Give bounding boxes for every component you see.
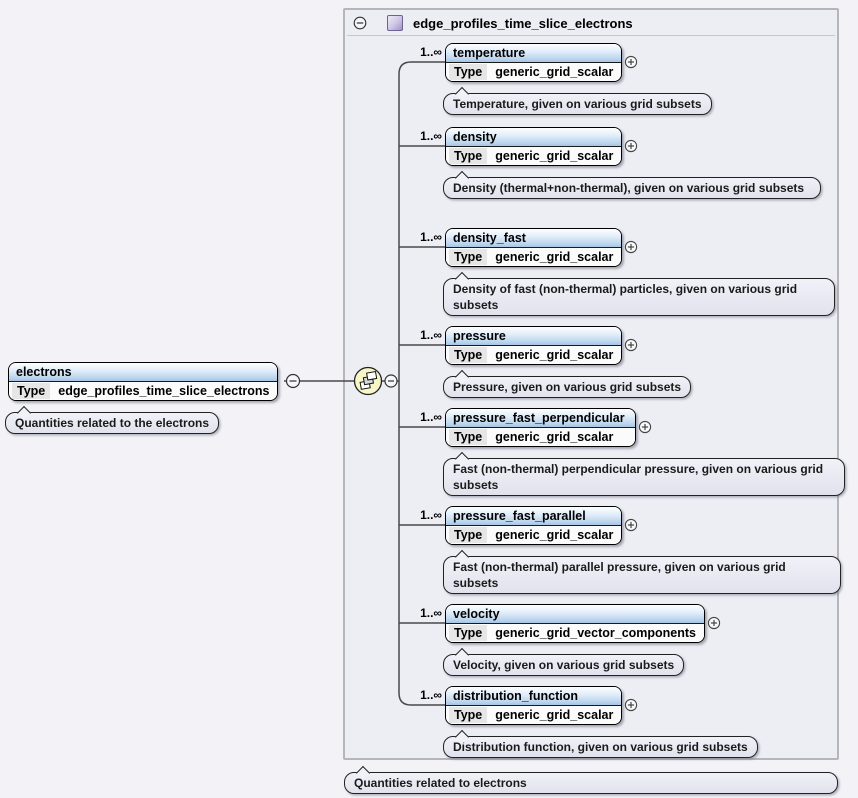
element-name: pressure_fast_perpendicular xyxy=(446,409,635,428)
title-separator xyxy=(347,35,835,36)
element-box[interactable]: electrons Type edge_profiles_time_slice_… xyxy=(8,362,279,401)
occurrence-label: 1..∞ xyxy=(420,410,442,424)
parent-element-node[interactable]: electrons Type edge_profiles_time_slice_… xyxy=(8,362,279,401)
container-title-bar: edge_profiles_time_slice_electrons xyxy=(347,12,835,34)
collapse-icon[interactable] xyxy=(353,16,367,30)
annotation-bubble: Density of fast (non-thermal) particles,… xyxy=(443,278,835,316)
element-box[interactable]: temperature Type generic_grid_scalar xyxy=(445,43,623,82)
type-label: Type xyxy=(449,347,488,363)
element-node[interactable]: pressure_fast_perpendicular Type generic… xyxy=(445,408,651,447)
occurrence-label: 1..∞ xyxy=(420,45,442,59)
occurrence-label: 1..∞ xyxy=(420,688,442,702)
element-name: distribution_function xyxy=(446,687,622,706)
annotation-bubble: Quantities related to the electrons xyxy=(5,412,220,434)
element-node[interactable]: pressure Type generic_grid_scalar xyxy=(445,326,638,365)
occurrence-label: 1..∞ xyxy=(420,230,442,244)
type-name: generic_grid_scalar xyxy=(495,430,614,444)
element-box[interactable]: density_fast Type generic_grid_scalar xyxy=(445,228,623,267)
type-name: generic_grid_vector_components xyxy=(495,626,697,640)
element-box[interactable]: pressure_fast_parallel Type generic_grid… xyxy=(445,506,623,545)
element-node[interactable]: density_fast Type generic_grid_scalar xyxy=(445,228,638,267)
element-node[interactable]: density Type generic_grid_scalar xyxy=(445,127,638,166)
element-node[interactable]: distribution_function Type generic_grid_… xyxy=(445,686,638,725)
type-label: Type xyxy=(449,527,488,543)
type-label: Type xyxy=(12,383,51,399)
element-box[interactable]: pressure Type generic_grid_scalar xyxy=(445,326,623,365)
expand-icon[interactable] xyxy=(707,616,721,630)
element-name: density_fast xyxy=(446,229,622,248)
container-annotation: Quantities related to electrons xyxy=(344,772,838,794)
element-box[interactable]: distribution_function Type generic_grid_… xyxy=(445,686,623,725)
annotation-bubble: Fast (non-thermal) parallel pressure, gi… xyxy=(443,556,841,594)
occurrence-label: 1..∞ xyxy=(420,129,442,143)
element-name: density xyxy=(446,128,622,147)
type-name: generic_grid_scalar xyxy=(495,528,614,542)
element-box[interactable]: density Type generic_grid_scalar xyxy=(445,127,623,166)
element-name: electrons xyxy=(9,363,278,382)
occurrence-label: 1..∞ xyxy=(420,508,442,522)
element-name: temperature xyxy=(446,44,622,63)
type-label: Type xyxy=(449,625,488,641)
expand-icon[interactable] xyxy=(624,240,638,254)
complex-type-icon xyxy=(387,15,403,31)
type-label: Type xyxy=(449,707,488,723)
annotation-bubble: Distribution function, given on various … xyxy=(443,736,758,758)
element-name: pressure xyxy=(446,327,622,346)
annotation-bubble: Pressure, given on various grid subsets xyxy=(443,376,692,398)
element-node[interactable]: velocity Type generic_grid_vector_compon… xyxy=(445,604,721,643)
parent-collapse-icon[interactable] xyxy=(285,373,301,389)
element-name: velocity xyxy=(446,605,705,624)
type-name: generic_grid_scalar xyxy=(495,348,614,362)
expand-icon[interactable] xyxy=(624,338,638,352)
element-node[interactable]: pressure_fast_parallel Type generic_grid… xyxy=(445,506,638,545)
element-box[interactable]: velocity Type generic_grid_vector_compon… xyxy=(445,604,706,643)
type-name: generic_grid_scalar xyxy=(495,708,614,722)
element-node[interactable]: temperature Type generic_grid_scalar xyxy=(445,43,638,82)
type-label: Type xyxy=(449,148,488,164)
expand-icon[interactable] xyxy=(638,420,652,434)
occurrence-label: 1..∞ xyxy=(420,328,442,342)
type-label: Type xyxy=(449,249,488,265)
type-label: Type xyxy=(449,64,488,80)
annotation-bubble: Density (thermal+non-thermal), given on … xyxy=(443,177,821,199)
type-name: edge_profiles_time_slice_electrons xyxy=(58,384,270,398)
expand-icon[interactable] xyxy=(624,518,638,532)
expand-icon[interactable] xyxy=(624,139,638,153)
annotation-bubble: Fast (non-thermal) perpendicular pressur… xyxy=(443,458,845,496)
annotation-bubble: Velocity, given on various grid subsets xyxy=(443,654,685,676)
element-name: pressure_fast_parallel xyxy=(446,507,622,526)
annotation-bubble: Temperature, given on various grid subse… xyxy=(443,93,712,115)
type-name: generic_grid_scalar xyxy=(495,65,614,79)
occurrence-label: 1..∞ xyxy=(420,606,442,620)
type-name: generic_grid_scalar xyxy=(495,149,614,163)
expand-icon[interactable] xyxy=(624,698,638,712)
expand-icon[interactable] xyxy=(624,55,638,69)
type-name: generic_grid_scalar xyxy=(495,250,614,264)
element-box[interactable]: pressure_fast_perpendicular Type generic… xyxy=(445,408,636,447)
container-title: edge_profiles_time_slice_electrons xyxy=(413,15,633,31)
type-label: Type xyxy=(449,429,488,445)
